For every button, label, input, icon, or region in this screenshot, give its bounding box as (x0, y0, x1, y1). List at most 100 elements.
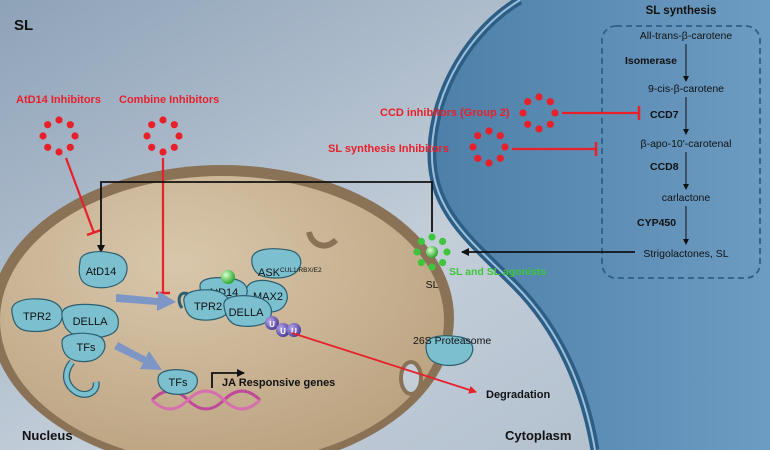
sl-molecule (413, 233, 451, 271)
gene-activation-arrow (114, 342, 162, 370)
sl-molecule-label: SL (426, 279, 439, 291)
compound-9-cis-beta-carotene: 9-cis-β-carotene (648, 83, 724, 95)
ring-dot (44, 121, 52, 129)
della-left-protein (61, 303, 119, 339)
ring-dot (474, 132, 482, 140)
ring-dot (159, 116, 167, 124)
tfs-left-label: TFs (77, 342, 96, 354)
combine-inhibitors-label: Combine Inhibitors (119, 94, 219, 106)
sl-synthesis-box (601, 25, 761, 279)
ring-dot (428, 263, 436, 271)
complex-formation-arrow (116, 291, 176, 311)
enzyme-cyp450: CYP450 (637, 217, 676, 229)
ring-dot (524, 120, 532, 128)
atd14-inhibition-bar (86, 228, 102, 237)
tpr2-complex-tail (177, 291, 189, 309)
ring-dot (524, 98, 532, 106)
ring-dot (546, 120, 554, 128)
tfs-left-tail-fill (64, 360, 99, 397)
ring-dot (474, 154, 482, 162)
atd14-free-label: AtD14 (86, 266, 117, 278)
tpr2-complex-label: TPR2 (194, 301, 222, 313)
atd14-inhibitors-label: AtD14 Inhibitors (16, 94, 101, 106)
combine-inhibitor-ring (143, 116, 183, 156)
ring-dot (66, 143, 74, 151)
neighbor-cell (431, 0, 770, 450)
sl-synthesis-inhibitor-ring (469, 127, 509, 167)
nuclear-pore-top (306, 231, 339, 249)
ring-dot (170, 121, 178, 129)
ring-dot (143, 132, 151, 140)
degradation-label: Degradation (486, 389, 550, 401)
transcription-arrow (211, 369, 245, 388)
sl-agonists-label: SL and SL agonists (449, 266, 546, 278)
ring-dot (546, 98, 554, 106)
ubiquitin-1-label: U (269, 320, 275, 329)
compound-carlactone: carlactone (662, 192, 711, 204)
enzyme-ccd7: CCD7 (650, 109, 679, 121)
ubiquitin-1 (265, 316, 279, 330)
nuclear-pore-right (399, 360, 423, 396)
ring-dot (485, 127, 493, 135)
ja-genes-label: JA Responsive genes (222, 377, 335, 389)
nucleus-label: Nucleus (22, 428, 73, 443)
ring-dot (159, 148, 167, 156)
ring-dot (535, 125, 543, 133)
ubiquitin-3 (287, 323, 301, 337)
ring-dot (485, 159, 493, 167)
ring-dot (417, 259, 425, 267)
atd14-inhibitor-ring (39, 116, 79, 156)
ring-dot (148, 121, 156, 129)
ring-dot (148, 143, 156, 151)
ring-dot (55, 116, 63, 124)
atd14-free-protein (78, 251, 128, 289)
ring-dot (469, 143, 477, 151)
ask-label: ASKCUL1/RBX/E2 (258, 267, 322, 279)
compound-beta-apo-10-carotenal: β-apo-10'-carotenal (641, 138, 732, 150)
ring-dot (496, 154, 504, 162)
ubiquitin-2-label: U (280, 327, 286, 336)
sl-core-ball (426, 246, 438, 258)
ring-dot (496, 132, 504, 140)
sl-corner-title: SL (14, 17, 33, 34)
ring-dot (439, 237, 447, 245)
ring-dot (39, 132, 47, 140)
ring-dot (443, 248, 451, 256)
ccd-inhibitor-ring (519, 93, 559, 133)
cytoplasm-label: Cytoplasm (505, 428, 571, 443)
compound-strigolactones: Strigolactones, SL (643, 248, 728, 260)
proteasome-26s (425, 335, 474, 367)
ubiquitin-2 (276, 323, 290, 337)
sl-synthesis-title: SL synthesis (646, 5, 717, 17)
ring-dot (551, 109, 559, 117)
atd14-inhibition-line (64, 157, 96, 234)
ask-protein (251, 248, 302, 279)
ring-dot (71, 132, 79, 140)
ring-dot (501, 143, 509, 151)
ring-dot (417, 237, 425, 245)
ubiquitin-3-label: U (291, 327, 297, 336)
tpr2-left-label: TPR2 (23, 311, 51, 323)
tfs-left-protein (61, 332, 106, 363)
tfs-dna-protein (157, 369, 198, 395)
ring-dot (44, 143, 52, 151)
cell-membrane-highlight (430, 0, 596, 450)
proteasome-label: 26S Proteasome (413, 335, 491, 347)
ring-dot (439, 259, 447, 267)
ccd-inhibitors-label: CCD inhibitors (Group 2) (380, 107, 510, 119)
enzyme-isomerase: Isomerase (625, 55, 677, 67)
tfs-dna-label: TFs (169, 377, 188, 389)
degradation-arrow (291, 332, 477, 394)
enzyme-ccd8: CCD8 (650, 161, 679, 173)
ring-dot (170, 143, 178, 151)
ring-dot (428, 233, 436, 241)
sl-to-atd14-arrow (97, 181, 433, 253)
della-complex-label: DELLA (229, 307, 265, 319)
ring-dot (413, 248, 421, 256)
sl-synthesis-inhibitors-label: SL synthesis Inhibitors (328, 143, 449, 155)
ring-dot (519, 109, 527, 117)
sl-bound-ball (221, 270, 235, 284)
della-left-label: DELLA (73, 316, 109, 328)
ring-dot (55, 148, 63, 156)
